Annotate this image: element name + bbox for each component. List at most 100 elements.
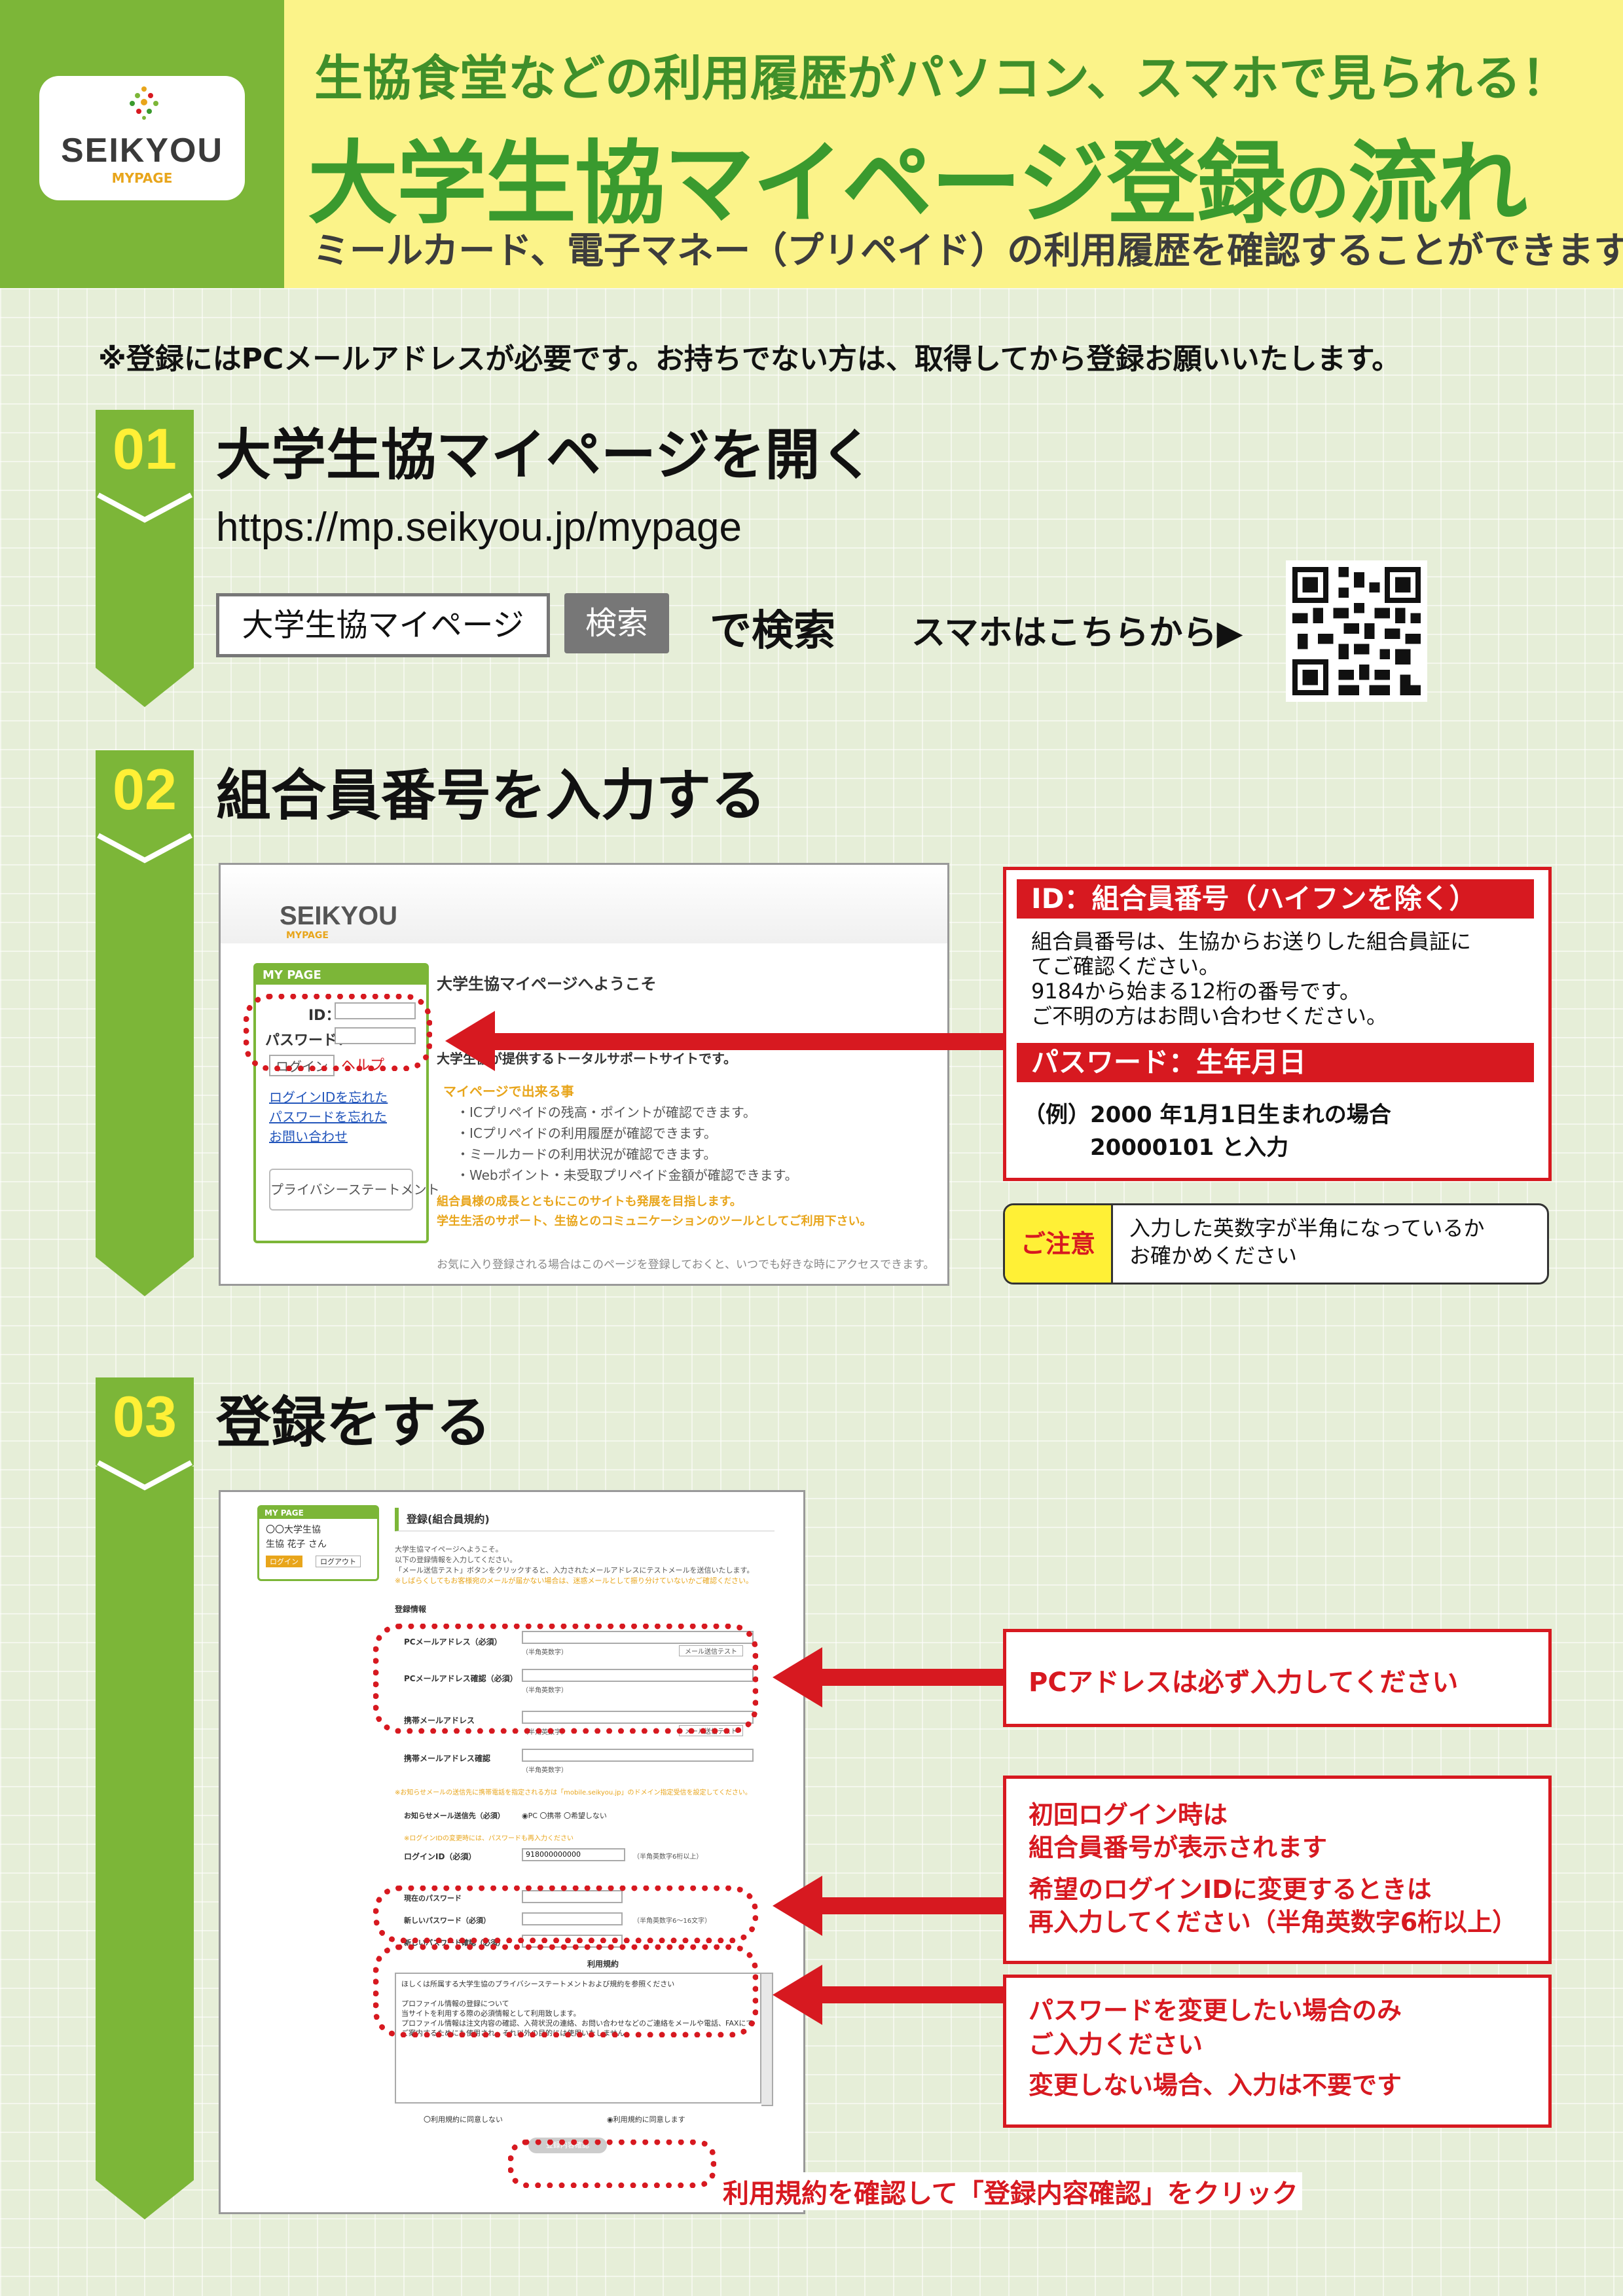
password-highlight (373, 1944, 758, 2037)
shot-pw-input (335, 1027, 416, 1044)
step3-chevron-icon (96, 1456, 194, 1495)
password-note-text: パスワードを変更したい場合のみ (1029, 1996, 1402, 2025)
reg-intro: ※しばらくしてもお客様宛のメールが届かない場合は、迷惑メールとして振り分けていな… (395, 1576, 754, 1585)
reg-univ: 〇〇大学生協 (266, 1525, 321, 1535)
shot-privacy: プライバシーステートメント (269, 1169, 440, 1211)
id-info-text: てご確認ください。 (1031, 954, 1220, 979)
step2-arrow-shaft (492, 1033, 1003, 1050)
password-note-text: 変更しない場合、入力は不要です (1029, 2071, 1402, 2100)
step3-rail-arrow (96, 2180, 194, 2219)
id-info-text: 9184から始まる12桁の番号です。 (1031, 979, 1360, 1004)
step2-arrow-icon (445, 1011, 495, 1071)
header-subtitle: ミールカード、電子マネー（プリペイド）の利用履歴を確認することができます (313, 230, 1623, 272)
reg-intro: 以下の登録情報を入力してください。 (395, 1556, 517, 1564)
shot-link-contact: お問い合わせ (269, 1129, 348, 1144)
logo-subtext: MYPAGE (111, 170, 173, 186)
step3-rail (96, 1467, 194, 2180)
reg-radio-none: 希望しない (570, 1812, 607, 1820)
password-note: パスワードを変更したい場合のみ ご入力ください 変更しない場合、入力は不要です (1003, 1975, 1552, 2128)
reg-radio-pc: PC (528, 1812, 538, 1820)
search-button: 検索 (564, 593, 669, 653)
shot-welcome: 大学生協マイページへようこそ (437, 975, 657, 993)
reg-notice-line: ※お知らせメールの送信先に携帯電話を指定される方は「mobile.seikyou… (395, 1789, 752, 1796)
id-pw-highlight (244, 994, 432, 1071)
caution-label: ご注意 (1005, 1205, 1113, 1283)
registration-screenshot: MY PAGE 〇〇大学生協 生協 花子 さん ログイン ログアウト 登録(組合… (219, 1490, 805, 2214)
shot-feature: ・ミールカードの利用状況が確認できます。 (456, 1146, 717, 1162)
caution-box: ご注意 入力した英数字が半角になっているか お確かめください (1003, 1203, 1549, 1285)
registration-notice: ※登録にはPCメールアドレスが必要です。お持ちでない方は、取得してから登録お願い… (98, 342, 1401, 376)
step2-title: 組合員番号を入力する (216, 763, 767, 828)
pw-arrow-shaft (821, 1986, 1003, 2003)
reg-radio-mobile: 携帯 (547, 1812, 562, 1820)
step1-chevron-icon (96, 488, 194, 528)
reg-mobile-mail-confirm-input (522, 1749, 754, 1762)
caution-text: お確かめください (1129, 1243, 1298, 1268)
page-title: 大学生協マイページ登録の流れ (308, 131, 1527, 236)
reg-intro: 大学生協マイページへようこそ。 (395, 1545, 503, 1554)
shot-logo-sub: MYPAGE (286, 930, 329, 941)
step3-title: 登録をする (216, 1391, 492, 1455)
login-id-note-text: 再入力してください（半角英数字6桁以上） (1029, 1908, 1518, 1937)
id-arrow-icon (773, 1876, 822, 1936)
reg-halfwidth: （半角英数字） (522, 1767, 568, 1774)
reg-halfwidth: （半角英数字） (522, 1687, 568, 1694)
reg-logout-button: ログアウト (316, 1556, 361, 1567)
reg-new-pw-label: 新しいパスワード（必須） (404, 1916, 490, 1925)
reg-pc-mail-confirm-label: PCメールアドレス確認（必須） (404, 1674, 518, 1683)
pc-arrow-icon (773, 1647, 822, 1707)
smartphone-label: スマホはこちらから▶ (911, 613, 1243, 653)
reg-login-button: ログイン (266, 1556, 302, 1567)
reg-login-id-hint: （半角英数字6桁以上） (633, 1853, 703, 1861)
reg-mobile-mail-confirm-label: 携帯メールアドレス確認 (404, 1754, 491, 1763)
reg-terms-head: 利用規約 (587, 1959, 619, 1969)
confirm-button-highlight (508, 2140, 716, 2188)
reg-section: 登録情報 (395, 1605, 427, 1614)
shot-feature: ・ICプリペイドの利用履歴が確認できます。 (456, 1125, 717, 1141)
id-info-heading: ID：組合員番号（ハイフンを除く） (1017, 879, 1534, 919)
reg-halfwidth: （半角英数字） (522, 1649, 568, 1656)
shot-desc: 組合員様の成長とともにこのサイトも発展を目指します。 (437, 1195, 742, 1209)
shot-features-head: マイページで出来る事 (443, 1084, 574, 1099)
login-id-note-text: 組合員番号が表示されます (1029, 1833, 1328, 1862)
shot-logo: SEIKYOU (280, 902, 398, 930)
reg-intro: 「メール送信テスト」ボタンをクリックすると、入力されたメールアドレスにテストメー… (395, 1566, 754, 1575)
id-info-text: ご不明の方はお問い合わせください。 (1031, 1004, 1388, 1029)
reg-terms-text: プロファイル情報の登録について (401, 1999, 509, 2008)
pc-address-note-text: PCアドレスは必ず入力してください (1029, 1667, 1459, 1698)
reg-sidebar: MY PAGE 〇〇大学生協 生協 花子 さん ログイン ログアウト (257, 1505, 379, 1581)
reg-mail-test-button: メール送信テスト (679, 1645, 743, 1656)
step2-chevron-icon (96, 829, 194, 868)
step1-title: 大学生協マイページを開く (216, 423, 875, 487)
reg-terms-box: ほしくは所属する大学生協のプライバシーステートメントおよび規約を参照ください プ… (395, 1973, 761, 2104)
pc-arrow-shaft (821, 1669, 1003, 1686)
id-password-info-box: ID：組合員番号（ハイフンを除く） 組合員番号は、生協からお送りした組合員証に … (1003, 867, 1552, 1181)
pw-arrow-icon (773, 1965, 822, 2025)
reg-terms-text: 当サイトを利用する際の必須情報として利用致します。 (401, 2009, 581, 2018)
step2-rail (96, 838, 194, 1257)
qr-code-icon[interactable] (1286, 560, 1427, 702)
step1-number: 01 (96, 410, 194, 488)
shot-sidebar: MY PAGE ID： パスワード： ログイン ヘルプ ログインIDを忘れた パ… (253, 963, 440, 1243)
step2-rail-arrow (96, 1257, 194, 1296)
reg-terms-scrollbar (761, 1973, 773, 2106)
login-id-highlight (373, 1886, 758, 1943)
shot-link-forgot-pw: パスワードを忘れた (269, 1109, 387, 1125)
reg-agree-radio: 利用規約に同意します (613, 2115, 685, 2124)
search-term-box: 大学生協マイページ (216, 593, 550, 657)
confirm-instruction: 利用規約を確認して「登録内容確認」をクリック (719, 2172, 1302, 2210)
shot-desc: 学生生活のサポート、生協とのコミュニケーションのツールとしてご利用下さい。 (437, 1214, 872, 1228)
login-id-note: 初回ログイン時は 組合員番号が表示されます 希望のログインIDに変更するときは … (1003, 1776, 1552, 1964)
search-instruction: で検索 (710, 607, 835, 655)
pw-info-heading: パスワード：生年月日 (1017, 1043, 1534, 1082)
mypage-url-link[interactable]: https://mp.seikyou.jp/mypage (216, 505, 742, 550)
login-id-note-text: 希望のログインIDに変更するときは (1029, 1875, 1432, 1904)
reg-disagree-radio: 利用規約に同意しない (431, 2115, 503, 2124)
login-id-note-text: 初回ログイン時は (1029, 1800, 1228, 1829)
reg-cur-pw-label: 現在のパスワード (404, 1894, 462, 1903)
pw-example-2: 20000101 と入力 (1090, 1135, 1289, 1161)
reg-login-id-input: 918000000000 (522, 1848, 625, 1861)
password-note-text: ご入力ください (1029, 2030, 1203, 2059)
reg-sidebar-head: MY PAGE (259, 1507, 377, 1519)
reg-page-title: 登録(組合員規約) (395, 1508, 775, 1531)
